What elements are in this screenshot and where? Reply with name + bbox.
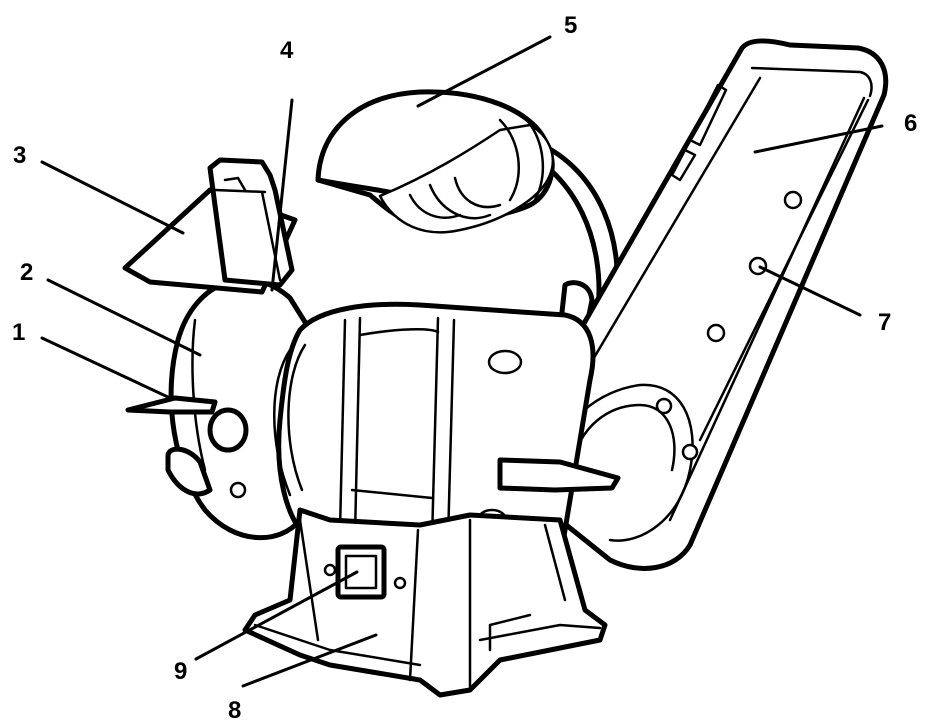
callout-4: 4 <box>280 37 294 64</box>
wheel-guard <box>165 277 313 541</box>
callout-3: 3 <box>13 142 26 169</box>
motor-housing <box>273 301 621 563</box>
work-lamp <box>315 89 555 234</box>
callout-5: 5 <box>564 12 577 39</box>
leader-lines <box>40 35 884 688</box>
spark-deflector <box>207 157 295 288</box>
callout-7: 7 <box>878 309 891 336</box>
base <box>242 507 608 698</box>
power-switch <box>335 544 387 600</box>
callout-labels: 1 2 3 4 5 6 7 8 9 <box>12 12 917 723</box>
tool-rest <box>125 395 218 415</box>
callout-6: 6 <box>904 110 917 137</box>
callout-9: 9 <box>174 658 187 685</box>
callout-8: 8 <box>228 697 241 723</box>
callout-2: 2 <box>20 259 33 286</box>
callout-1: 1 <box>12 319 25 346</box>
